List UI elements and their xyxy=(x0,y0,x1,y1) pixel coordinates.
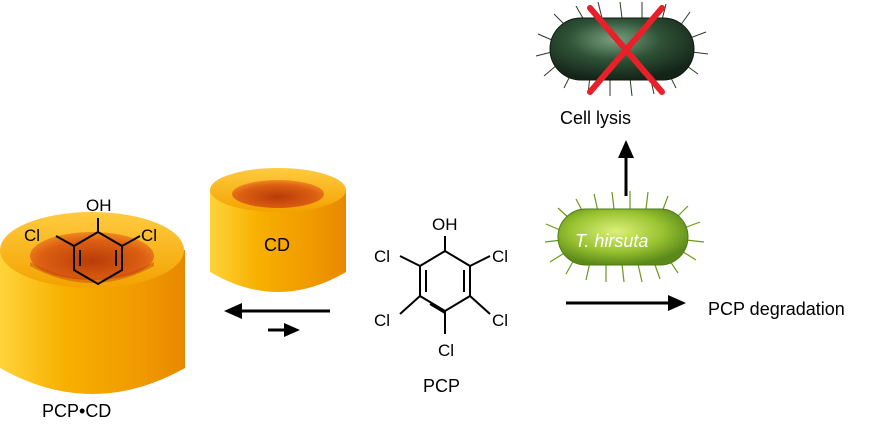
bacterium-t-hirsuta: T. hirsuta xyxy=(544,191,705,283)
complex-label: PCP•CD xyxy=(42,401,111,421)
atom-cl: Cl xyxy=(438,341,454,360)
atom-oh: OH xyxy=(86,196,112,215)
equilibrium-arrows-icon xyxy=(224,303,330,337)
degradation-label: PCP degradation xyxy=(708,299,845,319)
pcp-structure: OH Cl Cl Cl Cl Cl PCP xyxy=(374,215,508,396)
cd-label: CD xyxy=(264,235,290,255)
cd-large-ring xyxy=(0,212,185,394)
cd-small: CD xyxy=(210,168,346,292)
atom-cl: Cl xyxy=(492,247,508,266)
pcp-cd-complex: OH Cl Cl PCP•CD xyxy=(0,196,185,421)
atom-cl: Cl xyxy=(374,247,390,266)
arrow-right-icon xyxy=(566,295,686,311)
lysis-label: Cell lysis xyxy=(560,108,631,128)
organism-label: T. hirsuta xyxy=(575,231,648,251)
atom-cl: Cl xyxy=(24,226,40,245)
atom-cl: Cl xyxy=(141,226,157,245)
atom-cl: Cl xyxy=(374,311,390,330)
lysed-bacterium: Cell lysis xyxy=(535,1,709,128)
pcp-in-cd-structure: OH Cl Cl xyxy=(24,196,157,286)
red-x-mark-icon xyxy=(587,5,665,95)
pcp-label: PCP xyxy=(423,376,460,396)
arrow-up-icon xyxy=(618,140,634,196)
atom-cl: Cl xyxy=(492,311,508,330)
atom-oh: OH xyxy=(432,215,458,234)
